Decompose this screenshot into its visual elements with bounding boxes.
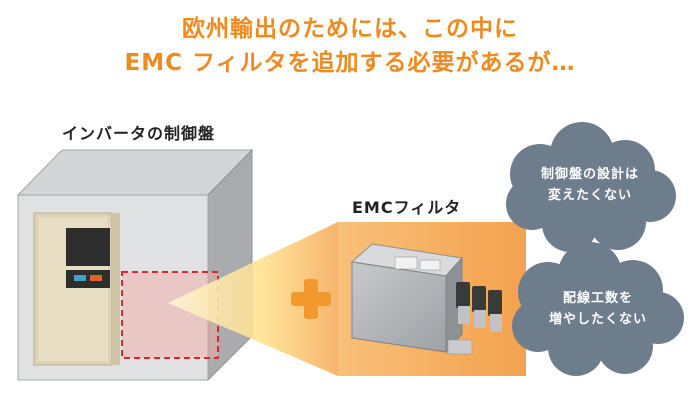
projection-beam — [168, 222, 338, 376]
headline-line-2: EMC フィルタを追加する必要があるが… — [124, 50, 576, 76]
filter-label: EMCフィルタ — [352, 198, 462, 217]
terminal-screw-2 — [474, 310, 486, 328]
filter-mount-foot — [447, 339, 473, 355]
headline-line-1: 欧州輸出のためには、この中に — [182, 16, 518, 42]
filter-front — [351, 261, 447, 353]
concern-cloud-1 — [506, 122, 676, 252]
control-cabinet — [16, 148, 254, 382]
filter-side — [445, 256, 463, 354]
inverter-display — [66, 228, 110, 266]
terminal-screw-1 — [458, 306, 470, 324]
cloud-1-line-1: 制御盤の設計は — [540, 167, 639, 182]
plus-icon — [291, 279, 331, 319]
cloud-2-text: 配線工数を 増やしたくない — [528, 288, 668, 330]
cabinet-label: インバータの制御盤 — [62, 124, 216, 143]
filter-terminal-2 — [472, 286, 486, 312]
filter-terminal-3 — [488, 290, 502, 316]
filter-label-plate-2 — [419, 259, 441, 271]
inverter-edge — [112, 213, 120, 365]
terminal-screw-3 — [490, 314, 502, 332]
emc-filter-panel — [338, 222, 526, 376]
filter-label-plate — [394, 256, 418, 270]
keypad-button-blue — [74, 275, 86, 281]
cloud-2-line-2: 増やしたくない — [548, 312, 647, 327]
cloud-2-line-1: 配線工数を — [562, 291, 633, 306]
keypad-button-orange — [90, 275, 102, 281]
concern-cloud-2 — [512, 242, 684, 376]
inverter-keypad — [66, 270, 110, 288]
cloud-1-text: 制御盤の設計は 変えたくない — [520, 164, 660, 206]
filter-terminal-1 — [456, 282, 470, 308]
cloud-1-line-2: 変えたくない — [547, 188, 632, 203]
